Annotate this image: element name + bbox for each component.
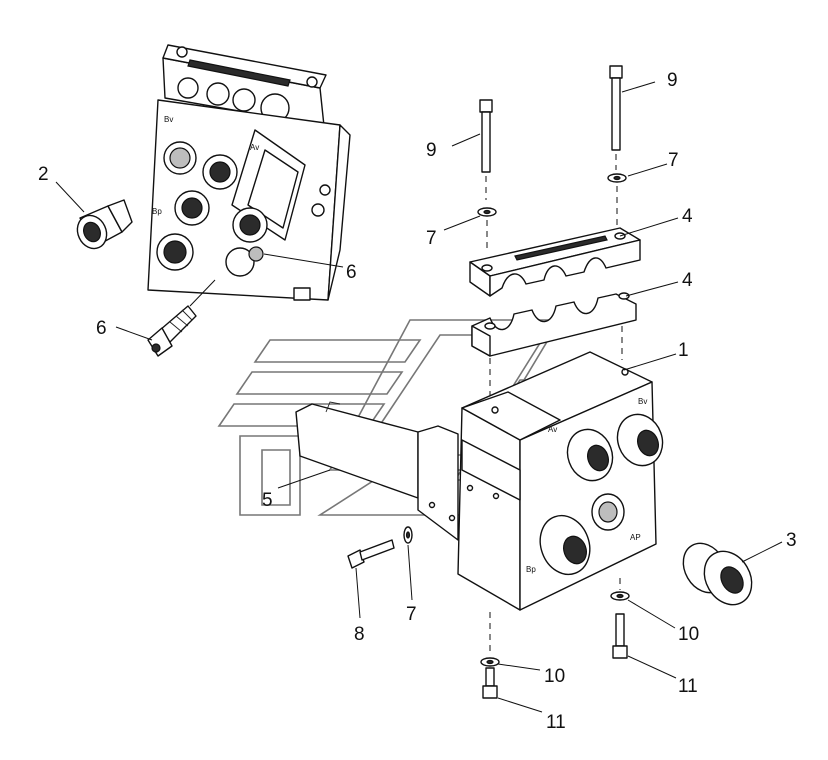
bolt-part-8 (347, 539, 395, 569)
callout-2: 2 (38, 164, 49, 185)
callout-5: 5 (262, 490, 273, 511)
washer-part-7-bottom (403, 526, 413, 544)
fitting-part-2 (76, 199, 133, 250)
callout-7-left: 7 (426, 228, 437, 249)
washer-part-7-left (477, 207, 497, 250)
port-label-bv-main: Bv (638, 397, 647, 406)
callout-11-left: 11 (546, 712, 566, 733)
valve-block-part-1: Av Bv AP Bp (457, 351, 664, 652)
callout-6-lower: 6 (96, 318, 107, 339)
callout-7-bottom: 7 (406, 604, 417, 625)
callout-3: 3 (786, 530, 797, 551)
port-label-ap-main: AP (630, 533, 641, 542)
bolt-part-11-left (482, 667, 498, 699)
bolt-part-9-right (609, 65, 623, 170)
fitting-part-3 (682, 542, 753, 606)
callout-9-left: 9 (426, 140, 437, 161)
callout-1: 1 (678, 340, 689, 361)
callout-4-upper: 4 (682, 206, 693, 227)
washer-part-10-left (480, 657, 500, 667)
washer-part-10-right (610, 591, 630, 601)
washer-part-7-right (607, 173, 627, 225)
screw-part-6 (147, 305, 197, 357)
bracket-part-5 (295, 401, 500, 541)
port-label-av-top: Av (250, 143, 259, 152)
port-label-bp-main: Bp (526, 565, 536, 574)
bolt-part-9-left (479, 99, 493, 200)
callout-10-left: 10 (544, 666, 565, 687)
callouts: 2 6 6 9 9 7 7 4 4 1 3 5 8 7 10 10 11 11 (38, 70, 797, 733)
clamp-lower-part-4 (471, 292, 637, 410)
callout-10-right: 10 (678, 624, 699, 645)
callout-7-right: 7 (668, 150, 679, 171)
callout-6-upper: 6 (346, 262, 357, 283)
leader-lines (55, 81, 783, 713)
port-label-bv-top: Bv (164, 115, 173, 124)
port-label-av-main: Av (548, 425, 557, 434)
callout-9-right: 9 (667, 70, 678, 91)
clamp-upper-part-4 (469, 227, 641, 297)
callout-11-right: 11 (678, 676, 698, 697)
bolt-part-11-right (612, 613, 628, 659)
callout-8: 8 (354, 624, 365, 645)
top-valve-assembly: Bv Av Bp (147, 44, 351, 301)
port-label-bp-top: Bp (152, 207, 162, 216)
callout-4-lower: 4 (682, 270, 693, 291)
